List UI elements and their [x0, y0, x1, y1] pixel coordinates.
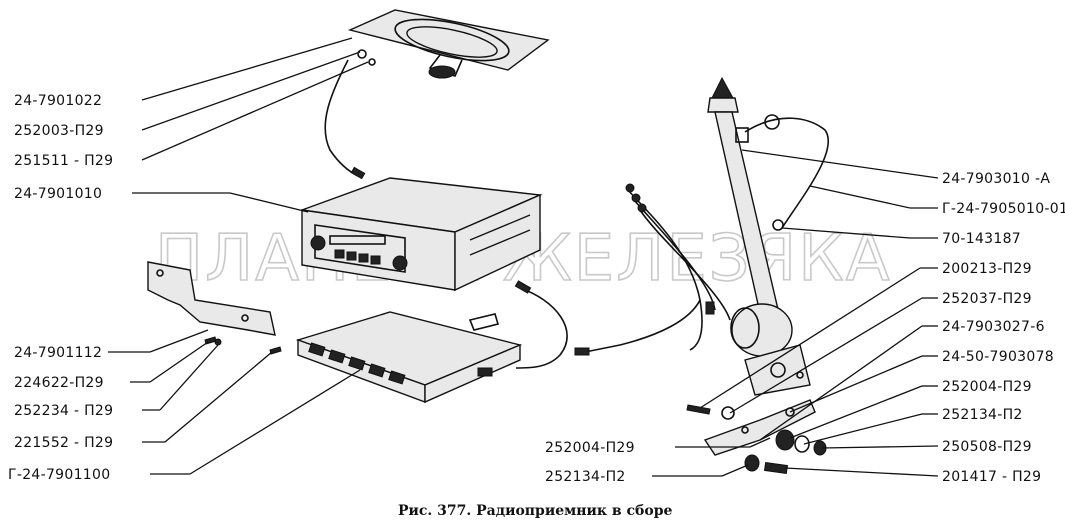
- radio-receiver: [301, 177, 543, 292]
- part-label: 221552 - П29: [14, 435, 113, 451]
- part-label: 252134-П2: [545, 469, 626, 485]
- leader-lines-bottom: [652, 437, 771, 477]
- labels-right: 24-7903010 -А Г-24-7905010-01 70-143187 …: [942, 171, 1065, 485]
- speaker-assembly: [347, 9, 550, 79]
- part-label: 251511 - П29: [14, 153, 113, 169]
- part-label: 24-7903027-6: [942, 319, 1045, 335]
- part-label: 224622-П29: [14, 375, 104, 391]
- part-label: 200213-П29: [942, 261, 1032, 277]
- part-label: 250508-П29: [942, 439, 1032, 455]
- part-label: 24-7901022: [14, 93, 102, 109]
- part-label: 252004-П29: [545, 440, 635, 456]
- part-label: 252234 - П29: [14, 403, 113, 419]
- part-label: 252004-П29: [942, 379, 1032, 395]
- antenna-hardware: [686, 399, 827, 475]
- power-antenna: [707, 76, 830, 396]
- labels-bottom: 252004-П29 252134-П2: [545, 440, 635, 485]
- part-label: Г-24-7905010-01: [942, 201, 1065, 217]
- front-panel: [295, 311, 523, 404]
- part-label: 24-7903010 -А: [942, 171, 1050, 187]
- leader-lines-left: [108, 37, 369, 475]
- part-label: Г-24-7901100: [8, 467, 110, 483]
- part-label: 24-50-7903078: [942, 349, 1054, 365]
- part-label: 252003-П29: [14, 123, 104, 139]
- figure-caption: Рис. 377. Радиоприемник в сборе: [398, 503, 673, 519]
- leader-lines-right: [699, 149, 939, 477]
- antenna-lead-cable: [515, 287, 568, 369]
- part-label: 252037-П29: [942, 291, 1032, 307]
- part-label: 24-7901010: [14, 186, 102, 202]
- part-label: 252134-П2: [942, 407, 1023, 423]
- part-label: 201417 - П29: [942, 469, 1041, 485]
- part-label: 70-143187: [942, 231, 1021, 247]
- power-wires: [574, 183, 731, 356]
- speaker-cable: [324, 59, 359, 177]
- mounting-bracket: [147, 261, 282, 355]
- labels-left: 24-7901022 252003-П29 251511 - П29 24-79…: [8, 93, 113, 483]
- part-label: 24-7901112: [14, 345, 102, 361]
